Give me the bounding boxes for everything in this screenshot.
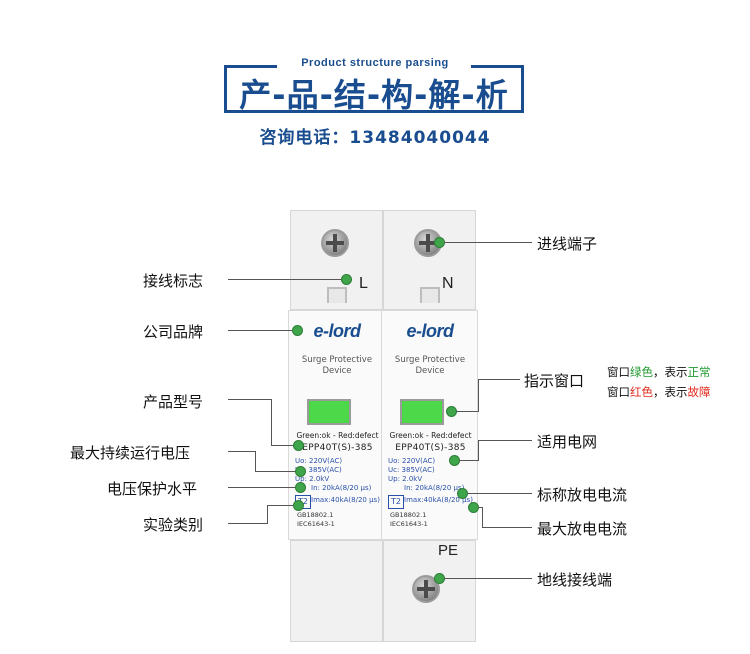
title-frame [224, 65, 524, 113]
callout-line [228, 399, 272, 400]
right-module-top: N [383, 210, 476, 310]
brand-logo: e-lord [313, 321, 361, 341]
callout-dot [341, 274, 352, 285]
model-number: EPP40T(S)-385 [302, 443, 373, 453]
spec-imax: Imax:40kA(8/20 μs) [311, 496, 380, 504]
callout-line [228, 523, 268, 524]
page-title: 产-品-结-构-解-析 [239, 76, 509, 114]
spec-in: In: 20kA(8/20 μs) [404, 484, 465, 492]
left-module-bottom [290, 540, 383, 642]
callout-protection-level: 电压保护水平 [107, 480, 198, 498]
terminal-slot [420, 287, 440, 303]
callout-indicator-window: 指示窗口 [524, 372, 585, 390]
spec-in: In: 20kA(8/20 μs) [311, 484, 372, 492]
callout-wiring-mark: 接线标志 [143, 272, 204, 290]
callout-dot [293, 500, 304, 511]
callout-line [255, 451, 256, 471]
indicator-legend: Green:ok - Red:defect [296, 431, 379, 440]
callout-line [478, 379, 520, 380]
indicator-legend: Green:ok - Red:defect [389, 431, 472, 440]
callout-line [255, 471, 297, 472]
legend-red: 窗口红色，表示故障 [607, 385, 711, 399]
callout-line [271, 445, 295, 446]
callout-line [482, 507, 483, 528]
callout-line [478, 379, 479, 412]
spec-uc: Uc: 385V(AC) [388, 466, 435, 474]
callout-ground-terminal: 地线接线端 [537, 571, 613, 589]
callout-test-class: 实验类别 [143, 516, 204, 534]
screw-icon [321, 229, 349, 257]
model-number: EPP40T(S)-385 [395, 443, 466, 453]
callout-line [456, 411, 478, 412]
callout-line [478, 440, 532, 441]
callout-line [478, 507, 483, 508]
brand-logo: e-lord [406, 321, 454, 341]
callout-line [228, 451, 256, 452]
callout-line [444, 242, 532, 243]
standard-gb: GB18802.1 [390, 511, 427, 519]
legend-green: 窗口绿色，表示正常 [607, 365, 711, 379]
spec-uo: Uo: 220V(AC) [295, 457, 343, 465]
callout-input-terminal: 进线端子 [537, 235, 598, 253]
callout-max-voltage: 最大持续运行电压 [70, 444, 191, 462]
callout-grid: 适用电网 [537, 433, 598, 451]
header-subtitle: Product structure parsing [301, 57, 449, 69]
indicator-window [307, 399, 351, 425]
terminal-slot [327, 287, 347, 303]
callout-nominal-current: 标称放电电流 [537, 486, 628, 504]
callout-dot [292, 325, 303, 336]
standard-gb: GB18802.1 [297, 511, 334, 519]
callout-line [228, 487, 297, 488]
test-class-badge: T2 [388, 495, 404, 509]
callout-line [271, 399, 272, 445]
callout-line [228, 279, 343, 280]
standard-iec: IEC61643-1 [297, 520, 335, 528]
callout-line [478, 440, 479, 461]
callout-line [467, 493, 532, 494]
callout-line [444, 578, 532, 579]
callout-dot [295, 482, 306, 493]
spec-up: Up: 2.0kV [295, 475, 330, 483]
terminal-label-n: N [442, 275, 454, 292]
callout-model: 产品型号 [143, 393, 204, 411]
spec-uc: Uc: 385V(AC) [295, 466, 342, 474]
callout-dot [295, 466, 306, 477]
indicator-window [400, 399, 444, 425]
terminal-label-pe: PE [438, 542, 459, 559]
callout-line [267, 505, 268, 524]
callout-brand: 公司品牌 [143, 323, 204, 341]
callout-line [482, 527, 532, 528]
callout-line [459, 460, 479, 461]
spec-imax: Imax:40kA(8/20 μs) [404, 496, 473, 504]
spec-uo: Uo: 220V(AC) [388, 457, 436, 465]
terminal-label-l: L [359, 275, 368, 292]
callout-line [228, 330, 294, 331]
callout-max-current: 最大放电电流 [537, 520, 628, 538]
consult-phone: 咨询电话：13484040044 [259, 128, 491, 148]
callout-dot [293, 440, 304, 451]
callout-line [267, 505, 295, 506]
right-module-bottom [383, 540, 476, 642]
left-module-top: L [290, 210, 383, 310]
spec-up: Up: 2.0kV [388, 475, 423, 483]
standard-iec: IEC61643-1 [390, 520, 428, 528]
